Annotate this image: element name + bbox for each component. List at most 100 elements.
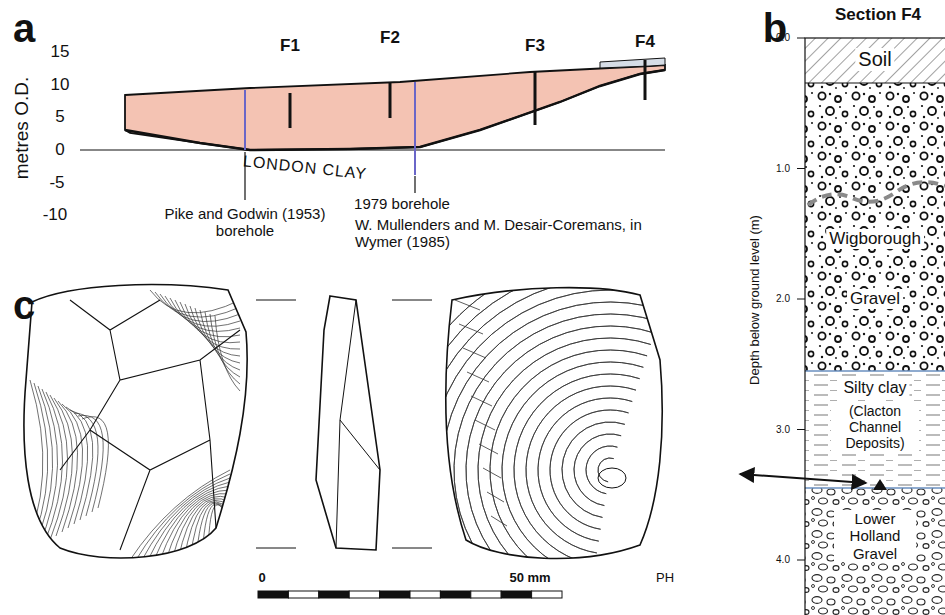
borehole-label: Pike and Godwin (1953) borehole — [156, 205, 334, 240]
percussion-ripple — [478, 338, 651, 600]
scale-segment — [501, 591, 531, 598]
flake-ripple — [66, 407, 88, 524]
section-line — [644, 60, 647, 100]
scale-label: 50 mm — [509, 571, 550, 586]
scale-segment — [288, 591, 318, 598]
percussion-ripple — [574, 434, 621, 506]
depth-tick — [797, 168, 805, 169]
edge-retouch — [487, 492, 504, 502]
edge-retouch — [455, 300, 480, 310]
percussion-ripple — [430, 290, 666, 615]
dashed-boundary — [808, 182, 945, 205]
layer-boundary — [805, 83, 945, 84]
percussion-ripple — [550, 410, 629, 529]
column-border — [805, 38, 945, 615]
edge-retouch — [479, 444, 498, 454]
gravel-fill — [805, 83, 945, 371]
flake-ripple — [74, 413, 98, 516]
flake-ripple — [82, 417, 108, 508]
flake-ripple — [136, 474, 230, 560]
flake-ripple — [160, 490, 230, 560]
clay-fill — [805, 371, 945, 488]
flake-ripple — [62, 404, 83, 528]
flake-ripple — [154, 486, 230, 560]
axis-title: metres O.D. — [11, 77, 33, 179]
flake-ripple — [172, 496, 230, 560]
edge-retouch — [471, 396, 492, 406]
layer-label: (Clacton Channel Deposits) — [831, 403, 919, 451]
percussion-ripple — [490, 350, 647, 589]
bulb-of-percussion — [598, 468, 626, 488]
flint-face-strokes — [394, 254, 677, 615]
formation-label: LONDON CLAY — [242, 152, 368, 183]
percussion-ripple — [526, 386, 636, 553]
percussion-ripple — [466, 326, 654, 612]
axis-tick: 5 — [55, 107, 64, 127]
panel-letter: a — [13, 5, 35, 51]
layer-label: Silty clay — [840, 379, 909, 397]
gravel-layer: Lower Holland Gravel — [805, 488, 945, 615]
flake-ripple — [215, 316, 240, 391]
scale-segment — [440, 591, 470, 598]
axis-tick: -10 — [43, 205, 68, 225]
percussion-ripple — [514, 374, 640, 565]
percussion-ripple — [538, 398, 632, 541]
percussion-ripple — [454, 314, 658, 615]
section-line — [534, 71, 537, 125]
flake-ripple — [166, 494, 230, 560]
gravel-layer: WigboroughGravel — [805, 83, 945, 371]
scale-segment — [380, 591, 410, 598]
flake-ripple — [184, 500, 230, 560]
flake-ripple — [58, 401, 78, 532]
section-line — [289, 93, 292, 128]
axis-tick: 0 — [55, 140, 64, 160]
flake-ripple — [160, 294, 240, 322]
depth-tick — [797, 429, 805, 430]
scale-segment — [471, 591, 501, 598]
depth-tick — [797, 299, 805, 300]
percussion-ripple — [562, 422, 625, 517]
depth-ticks — [797, 38, 805, 560]
scale-segment — [532, 591, 562, 598]
borehole-label: 1979 borehole — [354, 195, 450, 212]
flint-ridges — [60, 300, 240, 550]
clay-surface — [125, 70, 665, 150]
percussion-ripple — [442, 302, 662, 615]
depth-tick-label: 1.0 — [776, 163, 790, 175]
borehole-line — [414, 82, 416, 175]
panel-letter: c — [13, 282, 35, 328]
depth-tick-label: 3.0 — [776, 424, 790, 436]
depth-tick — [797, 560, 805, 561]
leader-line — [414, 176, 415, 193]
section-label: F2 — [380, 28, 400, 48]
axis-tick: 10 — [51, 75, 70, 95]
flint-outline — [446, 288, 662, 559]
edge-retouch — [491, 516, 507, 526]
flint-face-strokes — [20, 290, 240, 560]
scale-segment — [410, 591, 440, 598]
flint-profile — [316, 296, 380, 550]
axis-tick: 15 — [51, 42, 70, 62]
section-label: F1 — [280, 36, 300, 56]
section-line — [389, 83, 392, 118]
flint-profile-ridges — [336, 300, 380, 548]
guide-dash — [256, 300, 432, 548]
soil-fill — [805, 38, 945, 83]
axis-tick: -5 — [49, 173, 64, 193]
scale-bar — [258, 591, 562, 598]
section-label: F4 — [635, 32, 655, 52]
percussion-ripple — [586, 446, 617, 494]
flake-ripple — [175, 300, 240, 337]
percussion-ripple — [418, 278, 669, 615]
flake-ripple — [190, 502, 230, 560]
layer-label: Wigborough — [826, 229, 924, 249]
edge-retouch — [475, 420, 495, 430]
borehole-line — [244, 90, 246, 150]
flake-ripple — [20, 380, 43, 560]
sample-marker — [873, 479, 887, 490]
flake-ripple — [54, 398, 73, 536]
scale-segment — [349, 591, 379, 598]
edge-retouch — [467, 372, 489, 382]
citation-label: W. Mullenders and M. Desair-Coremans, in… — [355, 216, 649, 251]
